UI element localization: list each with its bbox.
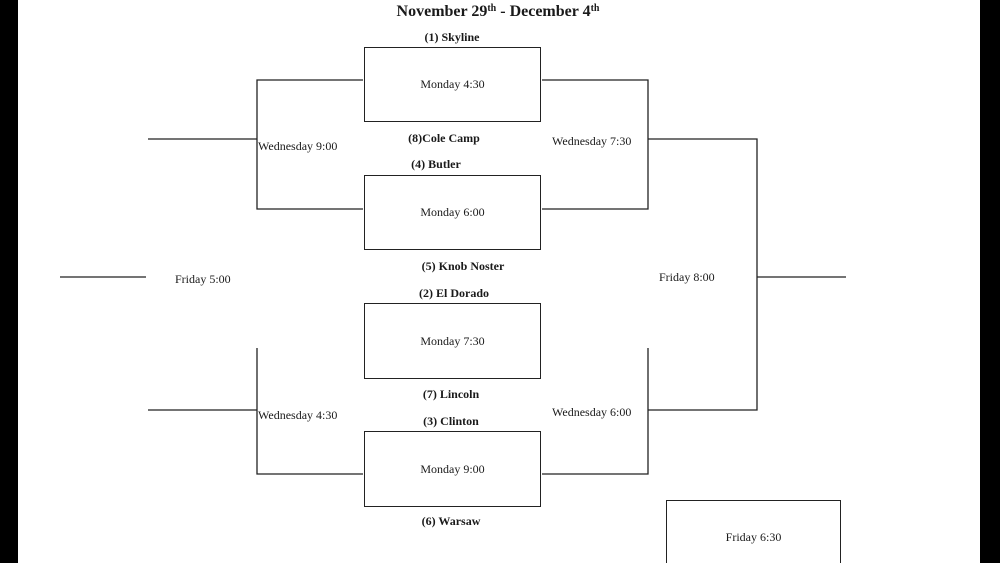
bracket-line <box>648 138 758 411</box>
game-time: Wednesday 7:30 <box>552 134 632 148</box>
bracket-line <box>542 348 649 475</box>
game-box: Friday 6:30 <box>666 500 841 563</box>
game-box: Monday 7:30 <box>364 303 541 379</box>
game-time: Friday 5:00 <box>175 272 231 286</box>
bracket-line <box>542 79 649 210</box>
game-box: Monday 4:30 <box>364 47 541 122</box>
bracket-lines <box>60 79 846 475</box>
bracket-line <box>256 79 363 210</box>
team-label: (6) Warsaw <box>421 514 481 528</box>
bracket-sheet: November 29th - December 4th (1) Skyline… <box>18 0 980 563</box>
team-label: (7) Lincoln <box>422 387 480 401</box>
game-time: Friday 8:00 <box>659 270 715 284</box>
game-box: Monday 6:00 <box>364 175 541 250</box>
team-label: (3) Clinton <box>423 414 479 428</box>
team-label: (5) Knob Noster <box>421 259 505 273</box>
game-time: Wednesday 4:30 <box>258 408 338 422</box>
game-time: Wednesday 9:00 <box>258 139 338 153</box>
game-box: Monday 9:00 <box>364 431 541 507</box>
team-label: (2) El Dorado <box>419 286 489 300</box>
game-time: Monday 4:30 <box>420 77 485 91</box>
game-time: Friday 6:30 <box>725 530 782 544</box>
game-time: Monday 7:30 <box>420 333 485 348</box>
game-time: Monday 9:00 <box>420 461 485 476</box>
game-time: Wednesday 6:00 <box>552 405 632 419</box>
game-time: Monday 6:00 <box>420 205 485 219</box>
page-title: November 29th - December 4th <box>396 3 600 20</box>
team-label: (8)Cole Camp <box>408 131 480 145</box>
team-label: (1) Skyline <box>424 30 480 44</box>
bracket-line <box>256 348 363 475</box>
team-label: (4) Butler <box>411 157 461 171</box>
